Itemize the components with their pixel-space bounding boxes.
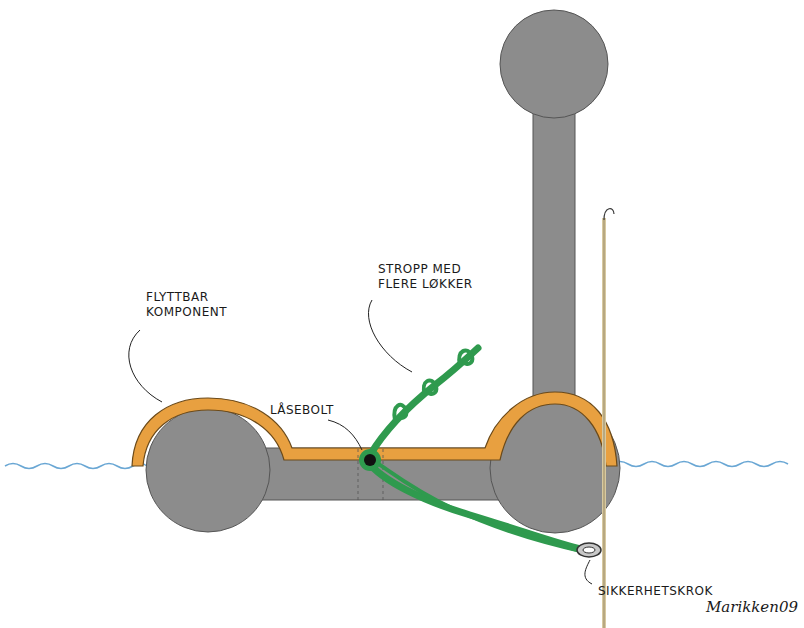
part-label: FLYTTBAR KOMPONENT — [146, 290, 256, 320]
strap — [372, 460, 585, 552]
rope-outline — [604, 218, 605, 628]
leader-line — [328, 420, 362, 450]
wheel — [146, 408, 270, 532]
pole — [533, 75, 575, 415]
safety-hook — [577, 543, 601, 557]
water-line — [5, 464, 147, 469]
leader-line — [585, 560, 592, 584]
bolt-ring — [359, 449, 381, 471]
water-line — [612, 462, 788, 467]
rope — [602, 218, 606, 628]
rope-hook — [604, 209, 614, 220]
seam — [358, 449, 359, 500]
safety-hook — [583, 547, 595, 553]
leader-line — [368, 300, 412, 372]
strap-loop — [394, 405, 406, 420]
leader-line — [129, 330, 162, 402]
strap-loop — [424, 380, 437, 395]
strap-loop — [459, 350, 472, 365]
locking-bolt — [364, 454, 376, 466]
part-label: SIKKERHETSKROK — [598, 584, 713, 599]
signature: Marikken09 — [706, 598, 798, 617]
part-label: LÅSEBOLT — [270, 403, 334, 418]
pole-top — [500, 10, 608, 118]
strap — [370, 348, 478, 455]
part-label: STROPP MED FLERE LØKKER — [378, 262, 498, 292]
strap — [368, 462, 585, 550]
